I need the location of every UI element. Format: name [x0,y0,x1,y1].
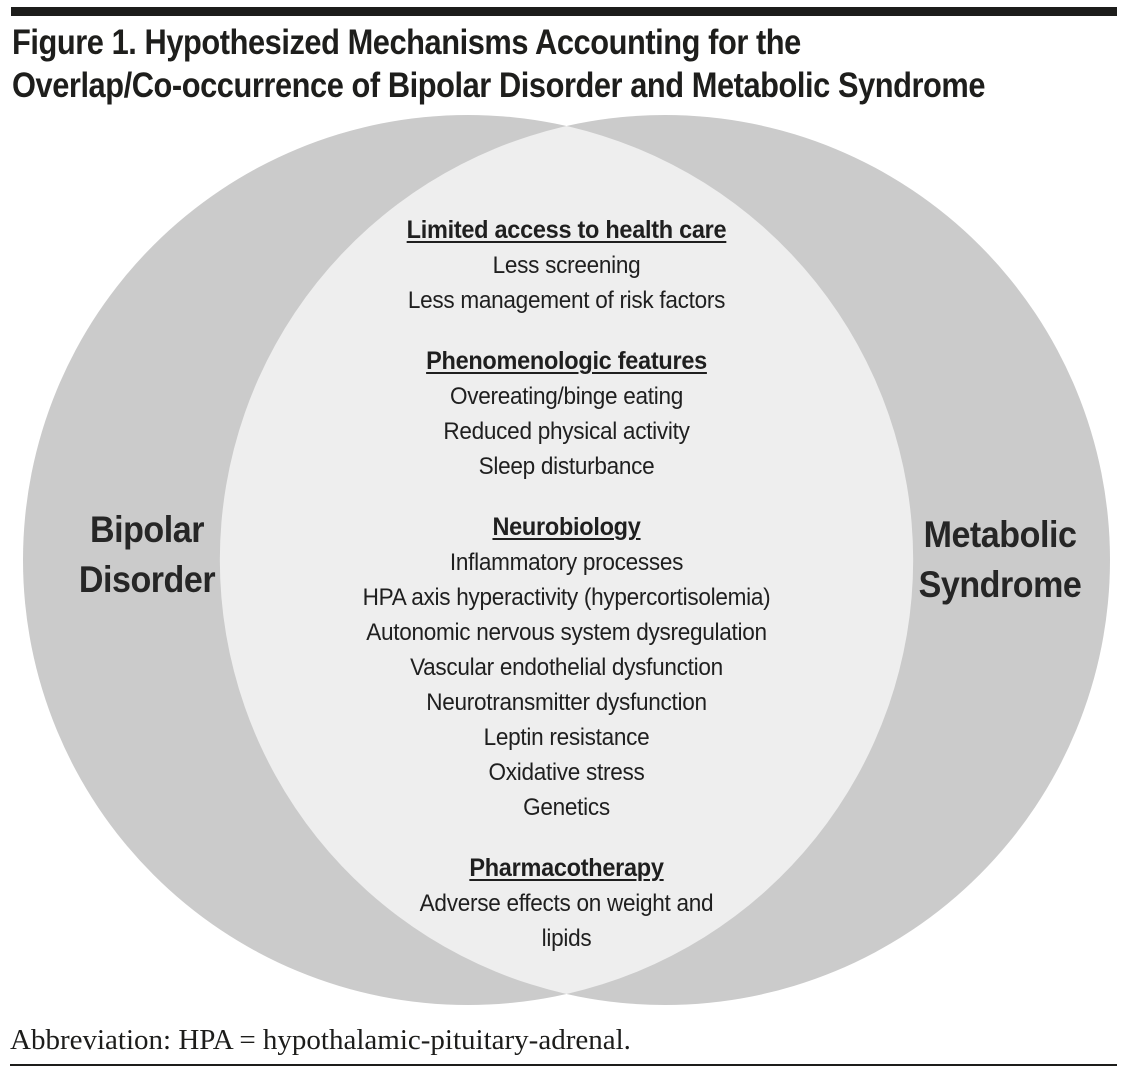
section-limited-access-to-health-care: Limited access to health care Less scree… [265,213,868,318]
overlap-lens [219,126,914,994]
section-item: Leptin resistance [483,724,650,751]
section-item: Genetics [523,794,610,821]
section-heading: Limited access to health care [406,216,727,244]
section-item: Less screening [492,252,641,279]
section-item: Autonomic nervous system dysregulation [366,619,767,646]
left-circle-label: Bipolar Disorder [41,505,253,605]
section-item: Oxidative stress [488,759,645,786]
left-circle-label-line-2: Disorder [78,559,216,600]
section-heading: Pharmacotherapy [469,854,664,882]
right-circle-label-line-2: Syndrome [918,564,1082,605]
title-rule-bar [11,7,1117,16]
right-circle-label-line-1: Metabolic [923,514,1077,555]
figure-title-line-1: Figure 1. Hypothesized Mechanisms Accoun… [12,23,801,62]
section-pharmacotherapy: Pharmacotherapy Adverse effects on weigh… [265,851,868,956]
section-item: Sleep disturbance [478,453,655,480]
section-item: Adverse effects on weight and lipids [419,890,714,952]
section-phenomenologic-features: Phenomenologic features Overeating/binge… [265,344,868,484]
left-circle-label-line-1: Bipolar [89,509,205,550]
section-item: Vascular endothelial dysfunction [410,654,723,681]
section-item: Inflammatory processes [449,549,684,576]
bottom-rule [10,1064,1117,1066]
section-heading: Phenomenologic features [426,347,707,375]
right-circle-label: Metabolic Syndrome [894,510,1106,610]
abbreviation-footnote: Abbreviation: HPA = hypothalamic-pituita… [10,1024,631,1056]
figure-title: Figure 1. Hypothesized Mechanisms Accoun… [12,21,986,107]
section-item: HPA axis hyperactivity (hypercortisolemi… [362,584,771,611]
section-item: Neurotransmitter dysfunction [426,689,707,716]
section-neurobiology: Neurobiology Inflammatory processes HPA … [265,510,868,825]
section-item: Less management of risk factors [407,287,726,314]
section-item: Overeating/binge eating [449,383,684,410]
section-item: Reduced physical activity [443,418,690,445]
overlap-content: Limited access to health care Less scree… [265,213,868,956]
figure-title-line-2: Overlap/Co-occurrence of Bipolar Disorde… [12,66,986,105]
section-heading: Neurobiology [492,513,641,541]
